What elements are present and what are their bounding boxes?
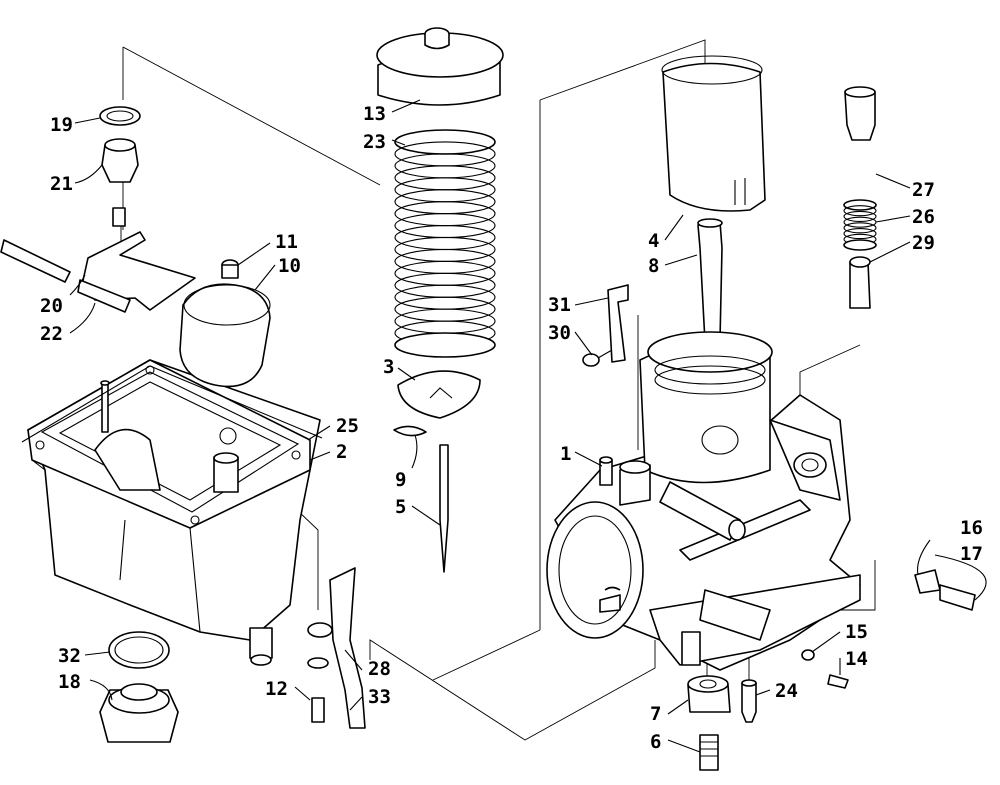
float	[179, 259, 271, 388]
callout-9: 9	[395, 469, 406, 491]
callout-26: 26	[912, 206, 935, 228]
coil-turn	[843, 199, 877, 211]
throttle-spring	[394, 129, 496, 358]
pilot-jet	[741, 679, 757, 723]
callout-30: 30	[548, 322, 571, 344]
throttle-slide	[661, 55, 766, 212]
top-cap	[376, 27, 504, 106]
callout-24: 24	[775, 680, 798, 702]
callout-3: 3	[383, 356, 394, 378]
callout-28: 28	[368, 658, 391, 680]
needle-seat	[99, 106, 141, 227]
throttle-stop-screw	[801, 649, 849, 689]
float-bowl	[27, 359, 321, 666]
drain-plug	[99, 631, 179, 743]
callout-8: 8	[648, 255, 659, 277]
callout-22: 22	[40, 323, 63, 345]
callout-27: 27	[912, 179, 935, 201]
needle-jet	[699, 734, 719, 771]
drain-hose	[307, 567, 366, 729]
carburetor-body	[546, 331, 861, 671]
callout-23: 23	[363, 131, 386, 153]
callout-4: 4	[648, 230, 659, 252]
callout-2: 2	[336, 441, 347, 463]
bowl-gasket	[21, 365, 323, 443]
callout-10: 10	[278, 255, 301, 277]
idle-cap	[849, 256, 871, 309]
callout-18: 18	[58, 671, 81, 693]
callout-17: 17	[960, 543, 983, 565]
callout-32: 32	[58, 645, 81, 667]
coil-turn	[843, 228, 877, 240]
callout-5: 5	[395, 496, 406, 518]
callout-33: 33	[368, 686, 391, 708]
bracket-screw	[582, 349, 613, 367]
callout-21: 21	[50, 173, 73, 195]
cable-bracket	[607, 284, 629, 363]
clip-plate	[397, 370, 481, 419]
callout-12: 12	[265, 678, 288, 700]
callout-25: 25	[336, 415, 359, 437]
coil-turn	[394, 332, 496, 358]
idle-adjuster	[844, 86, 876, 141]
callout-11: 11	[275, 231, 298, 253]
air-screw	[914, 569, 976, 611]
drain-screw	[307, 657, 329, 723]
jet-needle	[439, 444, 449, 573]
callout-29: 29	[912, 232, 935, 254]
callout-6: 6	[650, 731, 661, 753]
callout-14: 14	[845, 648, 868, 670]
callout-16: 16	[960, 517, 983, 539]
float-arm	[0, 231, 196, 313]
coil-turn	[843, 216, 877, 228]
callout-20: 20	[40, 295, 63, 317]
needle-clip	[393, 425, 427, 437]
callout-31: 31	[548, 294, 571, 316]
coil-turn	[843, 210, 877, 222]
slide-holder	[697, 218, 723, 343]
leader-lines	[69, 99, 987, 753]
callout-13: 13	[363, 103, 386, 125]
callout-7: 7	[650, 703, 661, 725]
callout-1: 1	[560, 443, 571, 465]
callout-labels: 1 2 3 4 5 6 7 8 9 10 11 12 13 14 15 16 1…	[40, 103, 983, 753]
idle-spring	[843, 199, 877, 251]
callout-19: 19	[50, 114, 73, 136]
callout-15: 15	[845, 621, 868, 643]
coil-turn	[843, 239, 877, 251]
coil-turn	[843, 205, 877, 217]
coil-turn	[843, 222, 877, 234]
main-jet	[687, 675, 731, 713]
